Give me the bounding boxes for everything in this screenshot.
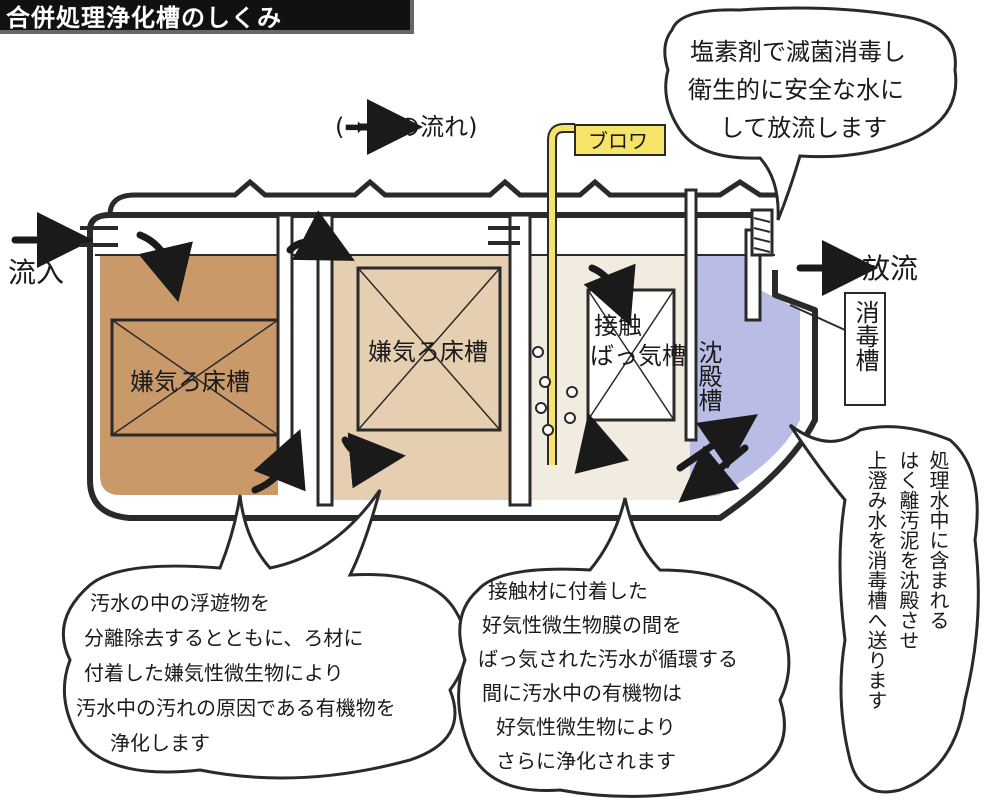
blower-label: ブロワ: [588, 129, 648, 153]
inflow-pipe: [80, 226, 118, 247]
filter-media-2: [356, 266, 502, 432]
bubble-chlorine: 塩素剤で滅菌消毒し 衛生的に安全な水に して放流します: [663, 6, 958, 221]
anaerobic-line-2: 分離除去するとともに、ろ材に: [84, 626, 363, 650]
outflow-label: 放流: [862, 252, 918, 285]
anaerobic-line-5: 浄化します: [110, 731, 210, 755]
title-banner: 合併処理浄化槽のしくみ: [0, 0, 414, 34]
aeration-bubbles: [532, 346, 578, 436]
bubble-settling: 処理水中に含まれる はく離汚泥を沈殿させ 上澄み水を消毒槽へ送ります: [788, 423, 980, 794]
flow-legend: (➡ 水の流れ): [335, 113, 477, 141]
flow-arrows: [11, 99, 878, 503]
bubble-contact: 接触材に付着した 好気性微生物膜の間を ばっ気された汚水が循環する 間に汚水中の…: [457, 497, 791, 798]
tank-top-pipe: [107, 178, 780, 216]
inflow-label: 流入: [8, 256, 64, 289]
contact-line-5: 好気性微生物により: [496, 715, 676, 739]
contact-tank-label-1: 接触: [594, 312, 642, 340]
partition-1b: [316, 213, 334, 507]
disinfection-label: 消毒槽: [851, 300, 879, 372]
contact-line-4: 間に汚水中の有機物は: [482, 681, 682, 705]
partition-3: [684, 188, 698, 442]
page-title: 合併処理浄化槽のしくみ: [6, 4, 282, 32]
contact-tank-label-2: ばっ気槽: [590, 342, 686, 370]
anaerobic-line-1: 汚水の中の浮遊物を: [90, 591, 270, 615]
settling-tank-label: 沈殿槽: [694, 340, 722, 412]
anaerobic-line-3: 付着した嫌気性微生物により: [84, 661, 344, 685]
partition-2: [508, 213, 532, 507]
settling-line-2: はく離汚泥を沈殿させ: [896, 450, 920, 650]
blower-box: [574, 124, 666, 156]
settling-line-1: 処理水中に含まれる: [926, 450, 950, 630]
transfer-pipe: [488, 226, 520, 245]
contact-line-3: ばっ気された汚水が循環する: [478, 647, 738, 671]
settling-line-3: 上澄み水を消毒槽へ送ります: [864, 450, 888, 710]
contact-line-6: さらに浄化されます: [496, 749, 676, 773]
chlorine-line-3: して放流します: [720, 114, 887, 142]
bubble-anaerobic: 汚水の中の浮遊物を 分離除去するとともに、ろ材に 付着した嫌気性微生物により 汚…: [61, 489, 468, 780]
chlorine-line-1: 塩素剤で滅菌消毒し: [690, 38, 906, 66]
chlorine-line-2: 衛生的に安全な水に: [688, 76, 904, 104]
anaerobic-line-4: 汚水中の汚れの原因である有機物を: [76, 696, 396, 720]
filter-media-1: [110, 318, 280, 437]
contact-line-1: 接触材に付着した: [488, 579, 648, 603]
contact-line-2: 好気性微生物膜の間を: [482, 613, 682, 637]
tank2-label: 嫌気ろ床槽: [368, 338, 488, 366]
tank1-label: 嫌気ろ床槽: [130, 368, 250, 396]
disinfection-box: [844, 292, 886, 406]
